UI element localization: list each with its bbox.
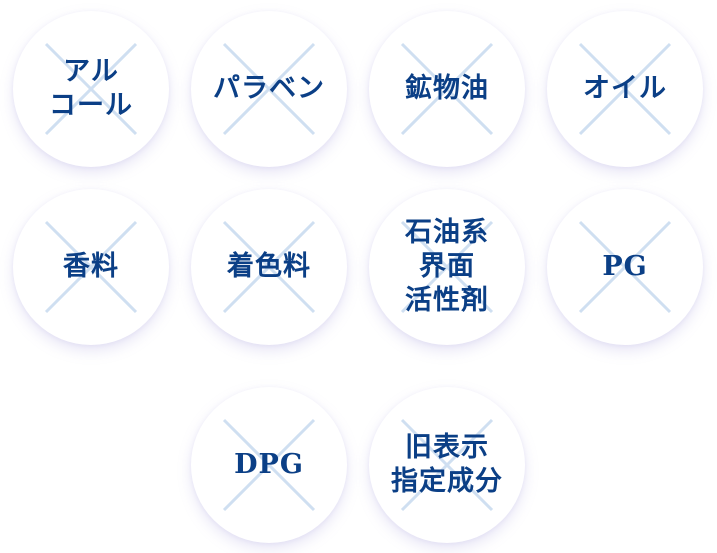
badge-fragrance: 香料 bbox=[13, 189, 169, 345]
badge-mineral-oil: 鉱物油 bbox=[369, 11, 525, 167]
x-cross-icon bbox=[44, 42, 138, 136]
badge-petroleum-surfactant: 石油系 界面 活性剤 bbox=[369, 189, 525, 345]
badge-alcohol: アル コール bbox=[13, 11, 169, 167]
badge-dpg: DPG bbox=[191, 387, 347, 543]
badge-label: 鉱物油 bbox=[405, 73, 489, 104]
badge-label: アル コール bbox=[49, 56, 133, 121]
badge-label: PG bbox=[602, 251, 648, 282]
badge-label: DPG bbox=[234, 449, 304, 480]
badge-label: 石油系 界面 活性剤 bbox=[405, 217, 489, 316]
x-cross-icon bbox=[578, 42, 672, 136]
badge-designated-ingredients: 旧表示 指定成分 bbox=[369, 387, 525, 543]
x-cross-icon bbox=[222, 42, 316, 136]
badge-oil: オイル bbox=[547, 11, 703, 167]
badge-paraben: パラベン bbox=[191, 11, 347, 167]
x-cross-icon bbox=[400, 42, 494, 136]
x-cross-icon bbox=[44, 220, 138, 314]
x-cross-icon bbox=[222, 418, 316, 512]
badge-label: オイル bbox=[583, 73, 667, 104]
x-cross-icon bbox=[400, 418, 494, 512]
badge-label: 旧表示 指定成分 bbox=[391, 432, 503, 497]
x-cross-icon bbox=[400, 220, 494, 314]
badge-pg: PG bbox=[547, 189, 703, 345]
badge-label: 着色料 bbox=[227, 251, 311, 282]
x-cross-icon bbox=[578, 220, 672, 314]
badge-colorant: 着色料 bbox=[191, 189, 347, 345]
x-cross-icon bbox=[222, 220, 316, 314]
badge-label: 香料 bbox=[63, 251, 119, 282]
badge-label: パラベン bbox=[213, 73, 325, 104]
